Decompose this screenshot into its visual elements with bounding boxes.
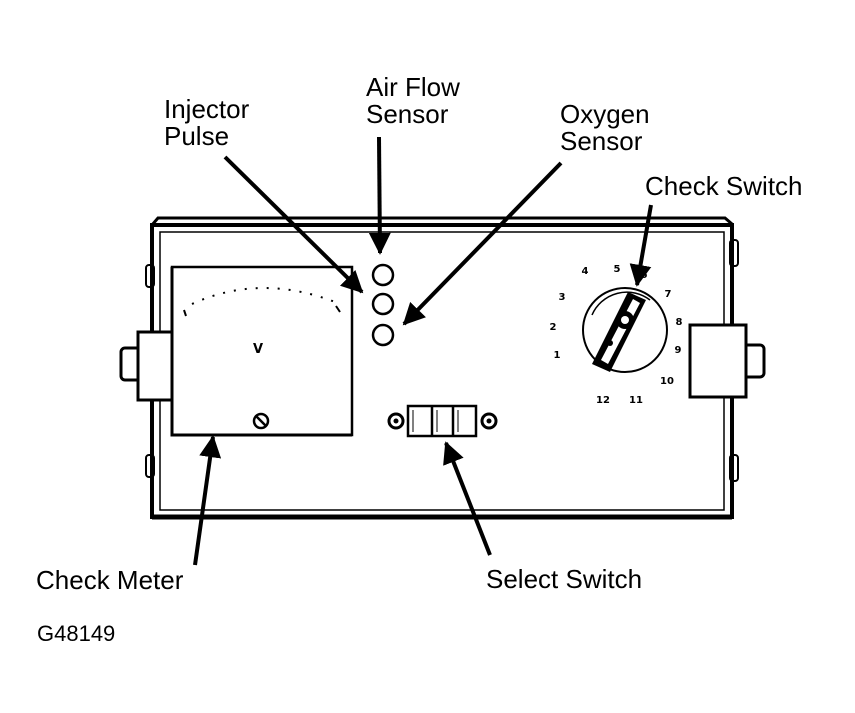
meter-unit-symbol: V bbox=[253, 342, 263, 357]
check-switch-label: Check Switch bbox=[645, 171, 803, 201]
dial-position-3: 3 bbox=[559, 292, 566, 303]
select-switch-arrow bbox=[443, 441, 492, 556]
indicator-lamp-icon bbox=[371, 292, 395, 316]
indicator-lamps bbox=[371, 263, 395, 347]
oxygen-sensor-label: Oxygen Sensor bbox=[560, 101, 650, 155]
dial-position-7: 7 bbox=[665, 289, 672, 300]
indicator-lamp-icon bbox=[371, 323, 395, 347]
dial-position-4: 4 bbox=[582, 266, 589, 277]
injector-pulse-arrow bbox=[223, 155, 364, 294]
right-connector bbox=[688, 323, 766, 399]
air-flow-sensor-label-line1: Air Flow bbox=[366, 72, 460, 102]
dial-position-11: 11 bbox=[629, 395, 643, 406]
oxygen-sensor-arrow bbox=[402, 161, 563, 326]
screw-head-icon bbox=[252, 412, 270, 430]
rotary-knob-icon bbox=[592, 292, 646, 372]
injector-pulse-label-line1: Injector bbox=[164, 94, 250, 124]
dial-position-8: 8 bbox=[676, 317, 683, 328]
check-meter-label: Check Meter bbox=[36, 565, 184, 595]
check-meter-arrow bbox=[193, 435, 222, 566]
check-meter: V bbox=[170, 265, 354, 437]
select-switch[interactable] bbox=[387, 404, 498, 438]
dial-position-5: 5 bbox=[614, 264, 621, 275]
meter-scale bbox=[191, 287, 341, 305]
air-flow-sensor-arrow bbox=[368, 136, 391, 255]
air-flow-sensor-label-line2: Sensor bbox=[366, 99, 449, 129]
check-switch-arrow bbox=[629, 204, 653, 287]
dial-position-2: 2 bbox=[550, 322, 557, 333]
indicator-lamp-icon bbox=[371, 263, 395, 287]
injector-pulse-label: Injector Pulse bbox=[164, 96, 249, 150]
oxygen-sensor-label-line2: Sensor bbox=[560, 126, 643, 156]
air-flow-sensor-label: Air Flow Sensor bbox=[366, 74, 460, 128]
injector-pulse-label-line2: Pulse bbox=[164, 121, 230, 151]
dial-position-6: 6 bbox=[641, 270, 648, 281]
dial-position-9: 9 bbox=[675, 345, 682, 356]
dial-position-1: 1 bbox=[554, 350, 561, 361]
select-switch-label: Select Switch bbox=[486, 564, 643, 594]
oxygen-sensor-label-line1: Oxygen bbox=[560, 99, 650, 129]
callout-arrows bbox=[193, 136, 653, 566]
dial-position-10: 10 bbox=[660, 376, 674, 387]
dial-position-12: 12 bbox=[596, 395, 610, 406]
figure-id: G48149 bbox=[37, 621, 116, 646]
